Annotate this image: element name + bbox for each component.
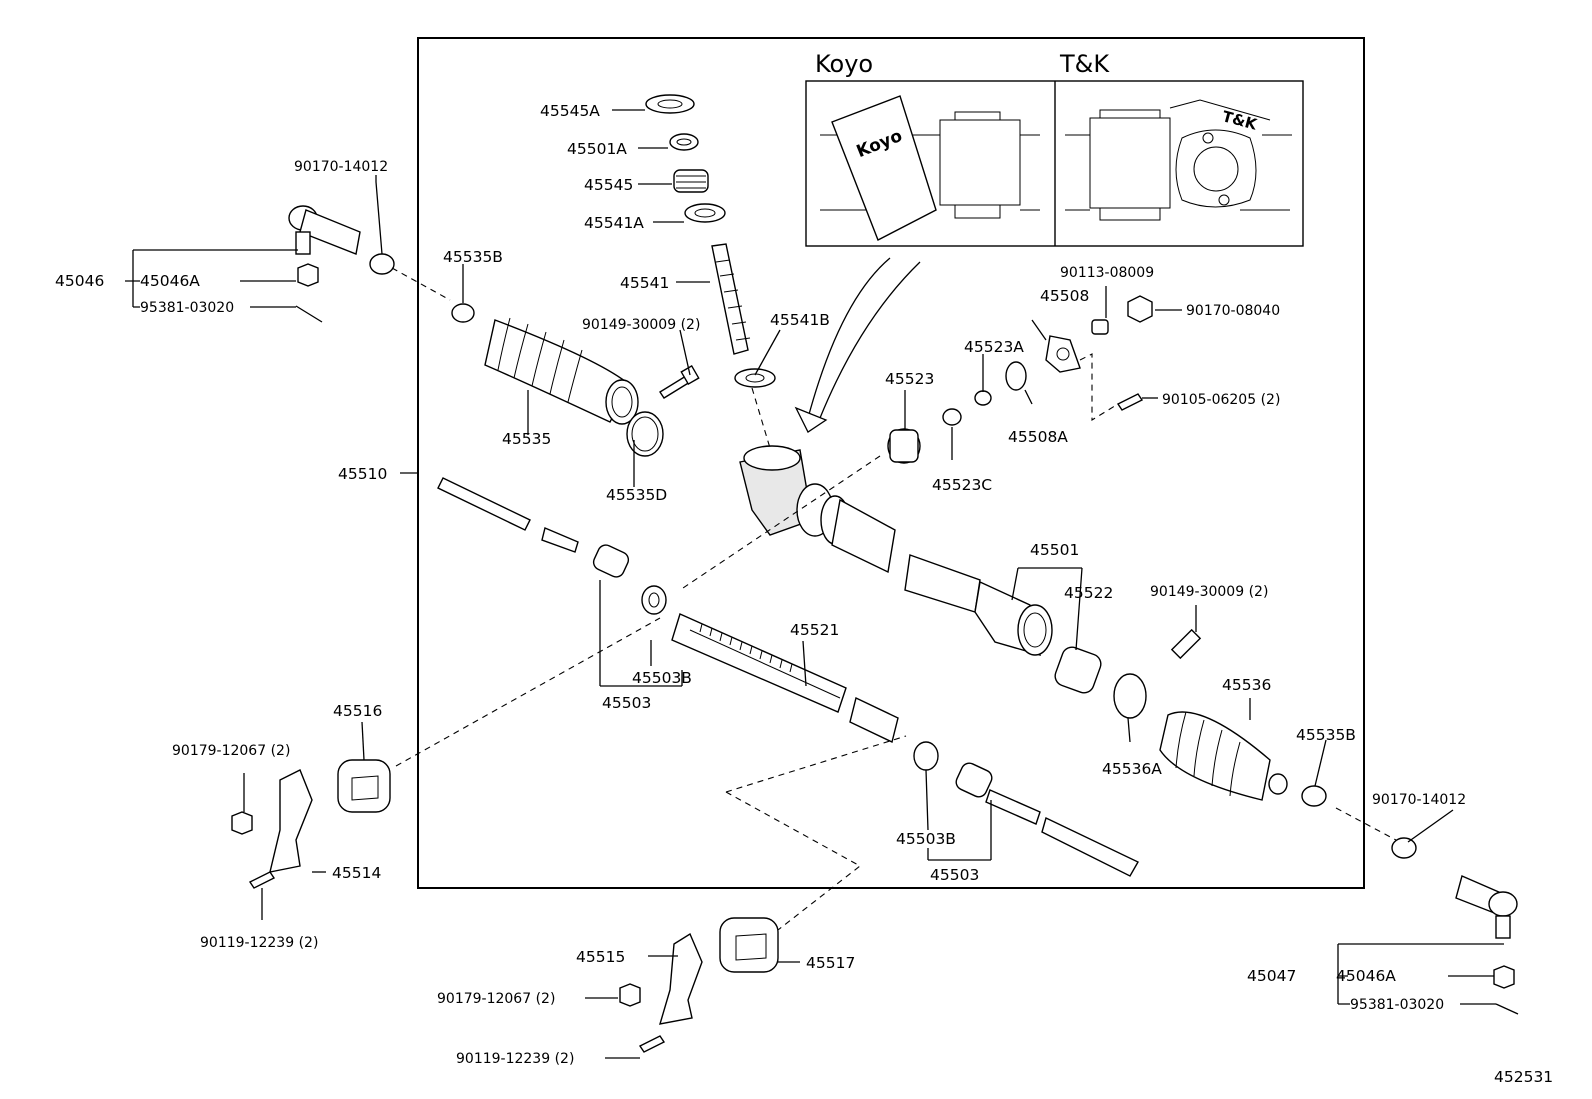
- label-45503B-top: 45503B: [632, 669, 692, 687]
- label-90119-bottom: 90119-12239 (2): [456, 1051, 574, 1067]
- diagram-id: 452531: [1494, 1068, 1553, 1086]
- label-45047: 45047: [1247, 967, 1296, 985]
- label-45535D: 45535D: [606, 486, 667, 504]
- label-45536: 45536: [1222, 676, 1271, 694]
- label-90170-14012-right: 90170-14012: [1372, 792, 1466, 808]
- label-45503-top: 45503: [602, 694, 651, 712]
- label-45523C: 45523C: [932, 476, 992, 494]
- label-90149-upper: 90149-30009 (2): [582, 317, 700, 333]
- mount-bracket-bottom: [619, 735, 907, 1053]
- label-90113: 90113-08009: [1060, 265, 1154, 281]
- label-45046: 45046: [55, 272, 104, 290]
- label-45521: 45521: [790, 621, 839, 639]
- label-90149-right: 90149-30009 (2): [1150, 584, 1268, 600]
- cover-45508: [1045, 295, 1153, 421]
- label-45522: 45522: [1064, 584, 1113, 602]
- koyo-label-tag: Koyo: [831, 95, 937, 241]
- label-45510: 45510: [338, 465, 387, 483]
- label-45516: 45516: [333, 702, 382, 720]
- label-90170-14012-left: 90170-14012: [294, 159, 388, 175]
- label-45503B-bottom: 45503B: [896, 830, 956, 848]
- rack-housing: [679, 361, 1053, 656]
- pinion-stack: [645, 94, 776, 449]
- label-45046A-right: 45046A: [1336, 967, 1396, 985]
- label-45515: 45515: [576, 948, 625, 966]
- label-45523: 45523: [885, 370, 934, 388]
- label-45536A: 45536A: [1102, 760, 1162, 778]
- assembly-frame: [417, 37, 1365, 889]
- vendor-tk-title: T&K: [1059, 50, 1110, 78]
- label-90179-bottom: 90179-12067 (2): [437, 991, 555, 1007]
- label-90105: 90105-06205 (2): [1162, 392, 1280, 408]
- leader-lines: [125, 109, 1504, 1059]
- tie-rod-left: [437, 477, 667, 615]
- label-45545: 45545: [584, 176, 633, 194]
- bolt-90149-upper: [659, 364, 700, 399]
- label-45517: 45517: [806, 954, 855, 972]
- label-45514: 45514: [332, 864, 381, 882]
- mount-bracket-left: [231, 617, 661, 889]
- label-45046A-left: 45046A: [140, 272, 200, 290]
- rack-45521: [671, 613, 899, 743]
- part-labels: 45545A 45501A 45545 45541A 45541 45541B …: [55, 102, 1553, 1086]
- label-45541A: 45541A: [584, 214, 644, 232]
- label-45541: 45541: [620, 274, 669, 292]
- label-45508A: 45508A: [1008, 428, 1068, 446]
- label-45545A: 45545A: [540, 102, 600, 120]
- label-45535B-right: 45535B: [1296, 726, 1356, 744]
- label-90119-left: 90119-12239 (2): [200, 935, 318, 951]
- label-45523A: 45523A: [964, 338, 1024, 356]
- tie-rod-right: [913, 741, 1139, 877]
- label-45541B: 45541B: [770, 311, 830, 329]
- label-95381-left: 95381-03020: [140, 300, 234, 316]
- vendor-inset: Koyo T&K Koyo T&K: [794, 50, 1304, 433]
- label-45501: 45501: [1030, 541, 1079, 559]
- label-90170-08040: 90170-08040: [1186, 303, 1280, 319]
- tie-rod-end-left: [288, 205, 451, 323]
- tk-stamp: T&K: [1220, 107, 1260, 134]
- boot-45535: [451, 303, 664, 457]
- label-45503-bottom: 45503: [930, 866, 979, 884]
- label-45501A: 45501A: [567, 140, 627, 158]
- label-45508: 45508: [1040, 287, 1089, 305]
- boot-45536: [1054, 628, 1327, 807]
- label-45535B-left: 45535B: [443, 248, 503, 266]
- vendor-koyo-title: Koyo: [815, 50, 873, 78]
- label-45535: 45535: [502, 430, 551, 448]
- label-90179-left: 90179-12067 (2): [172, 743, 290, 759]
- tie-rod-end-right: [1335, 807, 1519, 1015]
- label-95381-right: 95381-03020: [1350, 997, 1444, 1013]
